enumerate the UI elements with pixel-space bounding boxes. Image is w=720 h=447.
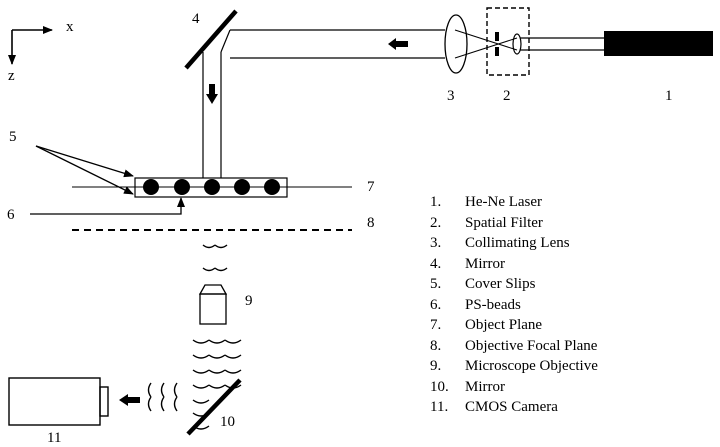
wavefronts-upper xyxy=(202,244,228,272)
ps-bead xyxy=(264,179,280,195)
ps-beads xyxy=(143,179,280,195)
label-5: 5 xyxy=(9,129,17,145)
label-1: 1 xyxy=(665,88,673,104)
legend-item: 5.Cover Slips xyxy=(430,276,536,292)
cmos-camera xyxy=(8,377,109,426)
label-11: 11 xyxy=(47,430,61,446)
label-9: 9 xyxy=(245,293,253,309)
beam-direction-arrow xyxy=(388,38,408,50)
collimating-lens xyxy=(444,14,468,74)
legend-item: 2.Spatial Filter xyxy=(430,214,543,231)
label-6: 6 xyxy=(7,207,15,223)
spatial-filter-box xyxy=(486,7,530,76)
label-8: 8 xyxy=(367,215,375,231)
legend-item: 10.Mirror xyxy=(430,378,505,395)
vertical-beam-arrow xyxy=(206,84,218,104)
legend-item: 4.Mirror xyxy=(430,255,505,272)
focus-ray-2 xyxy=(454,37,518,59)
ps-bead xyxy=(204,179,220,195)
ps-bead-leader xyxy=(30,197,185,215)
legend-item: 6.PS-beads xyxy=(430,296,521,313)
mirror-4 xyxy=(184,9,238,70)
component-legend: 1.He-Ne Laser 2.Spatial Filter 3.Collima… xyxy=(430,192,598,418)
legend-item: 1.He-Ne Laser xyxy=(430,194,543,210)
label-10: 10 xyxy=(220,414,235,430)
he-ne-laser xyxy=(604,31,713,56)
wavefronts-to-camera xyxy=(147,382,178,412)
ps-bead xyxy=(174,179,190,195)
cover-slip-leader-1 xyxy=(35,145,134,178)
z-axis-label: z xyxy=(8,68,15,84)
legend-item: 11.CMOS Camera xyxy=(430,399,558,415)
camera-direction-arrow xyxy=(119,394,140,406)
spatial-filter-lens xyxy=(512,33,522,55)
label-4: 4 xyxy=(192,11,200,27)
legend-item: 3.Collimating Lens xyxy=(430,235,570,251)
wavefronts-lower xyxy=(192,339,242,430)
pinhole-bottom xyxy=(495,47,499,56)
legend-item: 7.Object Plane xyxy=(430,317,543,333)
label-3: 3 xyxy=(447,88,455,104)
cover-slip-leader-2 xyxy=(35,145,134,195)
legend-item: 8.Objective Focal Plane xyxy=(430,337,598,354)
focus-ray-1 xyxy=(454,29,518,51)
beam-top-join xyxy=(220,29,231,53)
pinhole-top xyxy=(495,32,499,41)
mirror-10 xyxy=(186,378,242,436)
ps-bead xyxy=(143,179,159,195)
label-7: 7 xyxy=(367,179,375,195)
cover-slip-sample xyxy=(134,177,288,198)
label-2: 2 xyxy=(503,88,511,104)
x-axis-label: x xyxy=(66,19,74,35)
microscope-objective xyxy=(198,284,228,325)
coordinate-axes: x z xyxy=(8,19,74,84)
ps-bead xyxy=(234,179,250,195)
legend-item: 9.Microscope Objective xyxy=(430,358,598,374)
